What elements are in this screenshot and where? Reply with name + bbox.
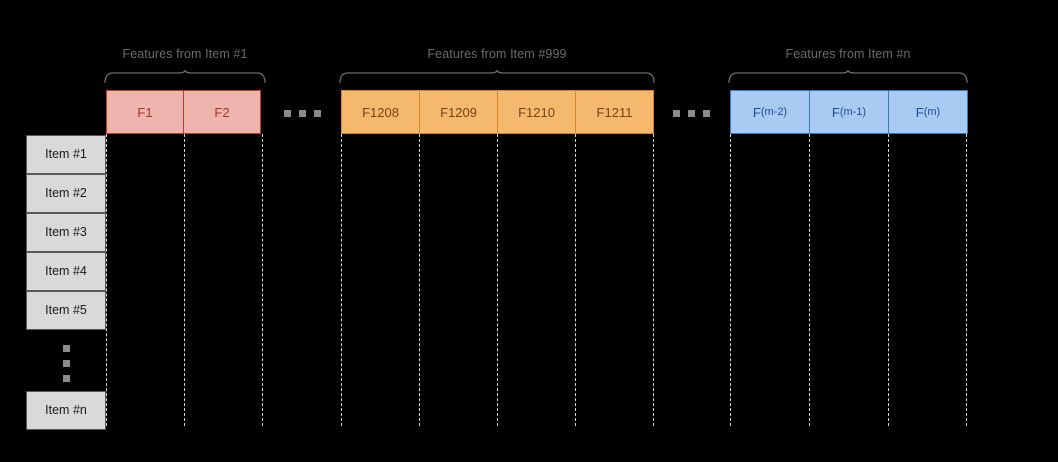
feature-cells-item-n: F(m-2) F(m-1) F(m) [730,90,968,134]
column-guide [419,134,420,426]
row-label-item-n[interactable]: Item #n [26,391,106,430]
feature-cell[interactable]: F1 [106,90,184,134]
feature-cell-base: F [831,104,840,120]
feature-cell[interactable]: F1211 [575,90,654,134]
feature-cell[interactable]: F2 [183,90,261,134]
group-label-item-n: Features from Item #n [785,47,911,61]
group-brace-item-999 [339,70,655,84]
feature-cell[interactable]: F1208 [341,90,420,134]
column-guide [653,134,654,426]
column-guide [809,134,810,426]
feature-cell-subscript: (m) [923,105,941,118]
row-label-item-3[interactable]: Item #3 [26,213,106,252]
group-brace-item-1 [104,70,266,84]
row-label-item-1[interactable]: Item #1 [26,135,106,174]
feature-cell-subscript: (m-1) [839,105,867,118]
column-guide [575,134,576,426]
column-guide [497,134,498,426]
column-guide [341,134,342,426]
feature-cell-base: F [915,104,924,120]
group-label-item-999: Features from Item #999 [427,47,567,61]
column-guide [262,134,263,426]
feature-cells-item-999: F1208 F1209 F1210 F1211 [341,90,654,134]
feature-cell[interactable]: F(m) [888,90,968,134]
feature-cell[interactable]: F1209 [419,90,498,134]
group-label-item-1: Features from Item #1 [122,47,248,61]
group-brace-item-n [728,70,968,84]
feature-cells-item-1: F1 F2 [106,90,261,134]
column-guide [888,134,889,426]
column-guide [730,134,731,426]
column-guide [966,134,967,426]
feature-cell-subscript: (m-2) [760,105,788,118]
feature-cell-base: F [752,104,761,120]
feature-cell[interactable]: F1210 [497,90,576,134]
row-label-item-4[interactable]: Item #4 [26,252,106,291]
column-guide [184,134,185,426]
feature-cell[interactable]: F(m-1) [809,90,889,134]
column-guide [106,134,107,426]
row-label-item-5[interactable]: Item #5 [26,291,106,330]
feature-cell[interactable]: F(m-2) [730,90,810,134]
row-label-item-2[interactable]: Item #2 [26,174,106,213]
